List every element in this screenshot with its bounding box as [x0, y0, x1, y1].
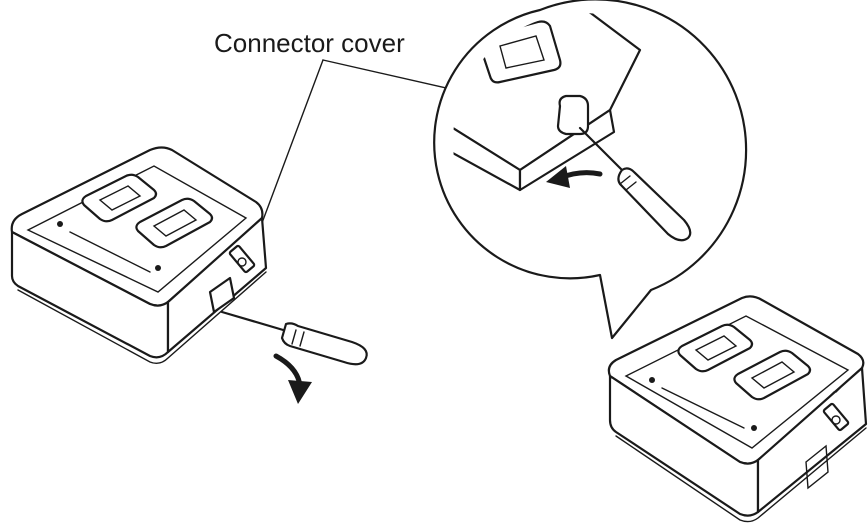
left-connector-cover — [208, 276, 236, 314]
zoom-connector-cover — [556, 94, 590, 136]
connector-cover-label: Connector cover — [214, 28, 405, 58]
left-slot-1 — [81, 173, 158, 223]
left-slot-2 — [135, 197, 214, 249]
left-charger — [10, 146, 268, 365]
right-connector-cover — [805, 444, 829, 490]
right-slot-1 — [677, 323, 754, 373]
zoom-screwdriver-icon — [578, 126, 692, 242]
right-charger-front — [608, 374, 760, 517]
right-charger — [607, 295, 868, 523]
zoom-rotate-arrow-icon — [546, 166, 603, 188]
right-slot-2 — [733, 349, 812, 401]
magnified-callout — [433, 0, 748, 340]
left-rotate-arrow-icon — [273, 353, 312, 404]
right-charger-side — [756, 366, 868, 514]
left-charger-front — [10, 230, 170, 359]
left-screwdriver-icon — [220, 310, 368, 366]
